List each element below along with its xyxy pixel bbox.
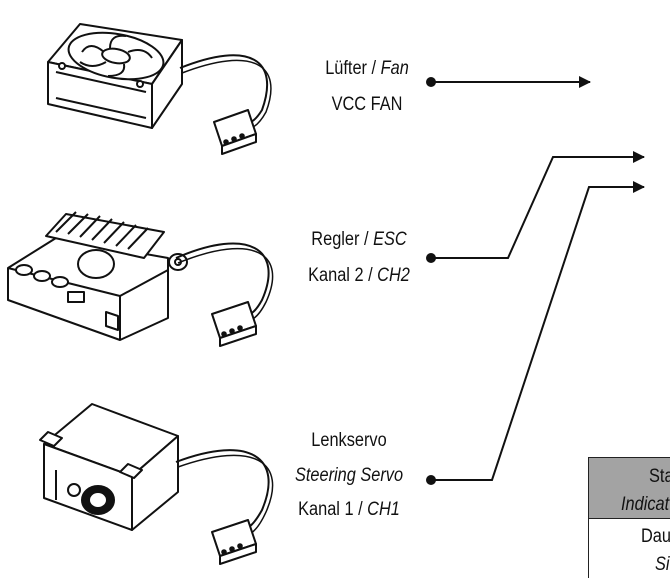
status-table-row1-line1: Dau — [641, 526, 670, 547]
servo-cable — [175, 449, 270, 531]
status-table: Sta Indicat Dau Si — [588, 457, 670, 578]
status-table-header-line2: Indicat — [621, 494, 670, 515]
fan-cable — [179, 54, 268, 125]
fan-port-label: VCC FAN — [331, 94, 403, 115]
status-table-row1-line2: Si — [655, 554, 670, 575]
fan-name-label: Lüfter / Fan — [325, 58, 409, 79]
servo-connection-line — [426, 181, 645, 485]
esc-name-label: Regler / ESC — [311, 229, 407, 250]
esc-channel-label: Kanal 2 / CH2 — [308, 265, 410, 286]
status-table-header — [589, 458, 670, 519]
esc-illustration — [7, 211, 188, 341]
servo-name-en-label: Steering Servo — [294, 465, 404, 486]
servo-channel-label: Kanal 1 / CH1 — [298, 499, 400, 520]
servo-name-label: Lenkservo — [311, 430, 387, 451]
fan-connection-line — [426, 76, 591, 88]
servo-illustration — [39, 403, 179, 531]
esc-cable — [175, 242, 270, 317]
servo-connector — [211, 519, 257, 565]
esc-connection-line — [426, 151, 645, 263]
esc-connector — [211, 301, 257, 347]
fan-connector — [213, 109, 257, 155]
fan-illustration — [47, 23, 183, 129]
status-table-header-line1: Sta — [649, 466, 670, 487]
